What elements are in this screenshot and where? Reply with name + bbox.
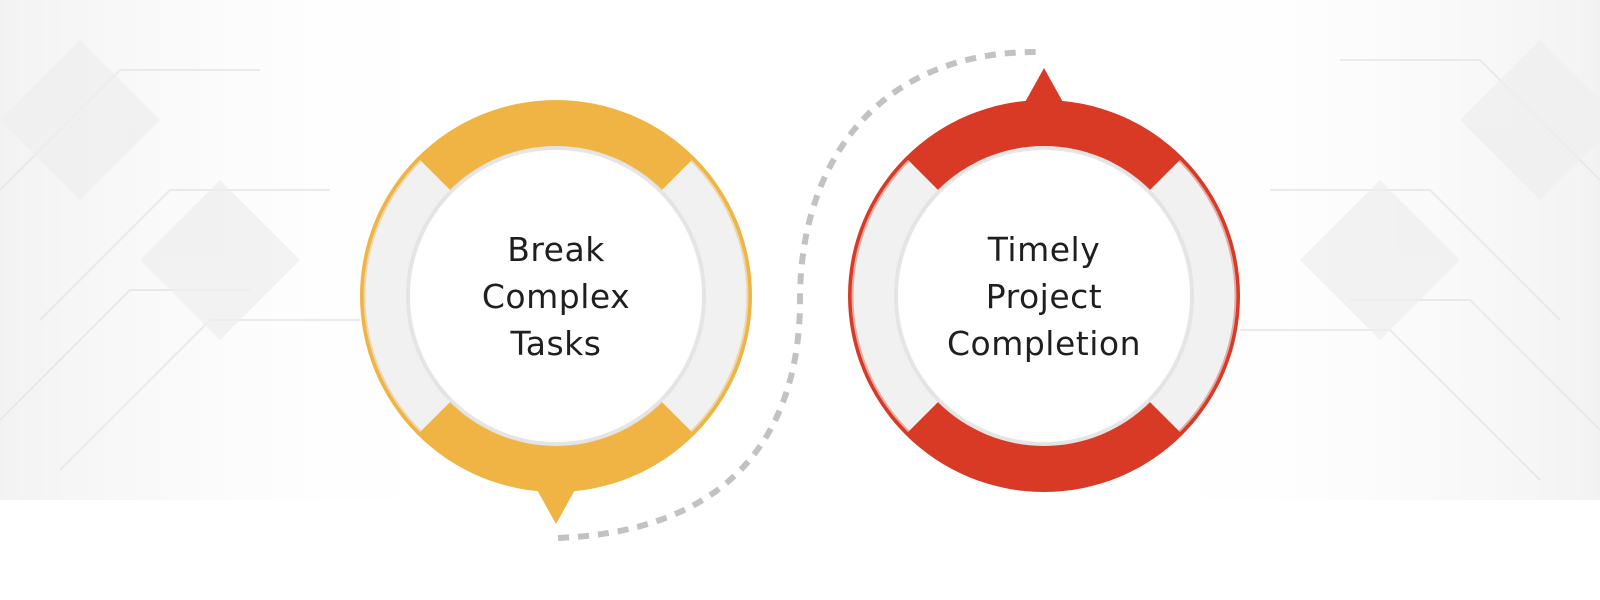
- step-1-label-line-3: Tasks: [510, 324, 602, 363]
- step-2-pointer-up-icon: [1024, 68, 1064, 104]
- step-1-label-line-1: Break: [507, 230, 605, 269]
- step-2-ring: [848, 68, 1240, 492]
- step-2-label: Timely Project Completion: [914, 226, 1174, 367]
- step-2-label-line-3: Completion: [946, 324, 1141, 363]
- step-2-label-line-1: Timely: [987, 230, 1101, 269]
- step-2-label-line-2: Project: [985, 277, 1103, 316]
- step-1-label: Break Complex Tasks: [426, 226, 686, 367]
- background-pattern: [0, 0, 1600, 500]
- step-1-ring: [360, 100, 752, 524]
- step-1-pointer-down-icon: [536, 488, 576, 524]
- dashed-connector: [557, 48, 1041, 541]
- step-1-label-line-2: Complex: [481, 277, 631, 316]
